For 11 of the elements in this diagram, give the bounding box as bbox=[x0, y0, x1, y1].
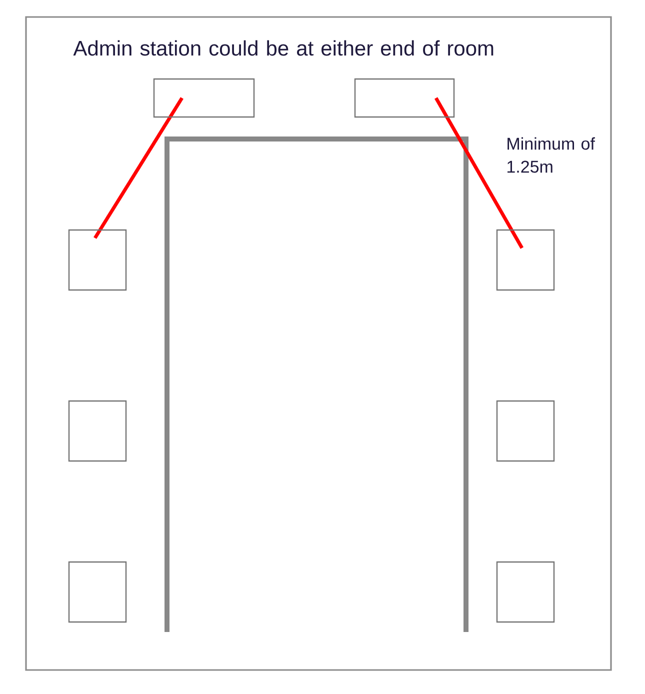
square-table bbox=[496, 400, 555, 462]
dimension-label: Minimum of 1.25m bbox=[508, 137, 595, 173]
heading: Admin station could be at either end of room bbox=[73, 40, 494, 56]
square-table bbox=[496, 561, 555, 623]
admin-desk bbox=[354, 78, 455, 118]
room-outline bbox=[25, 16, 612, 671]
admin-desk bbox=[153, 78, 255, 118]
square-table bbox=[68, 400, 127, 462]
square-table bbox=[68, 561, 127, 623]
square-table bbox=[496, 229, 555, 291]
square-table bbox=[68, 229, 127, 291]
